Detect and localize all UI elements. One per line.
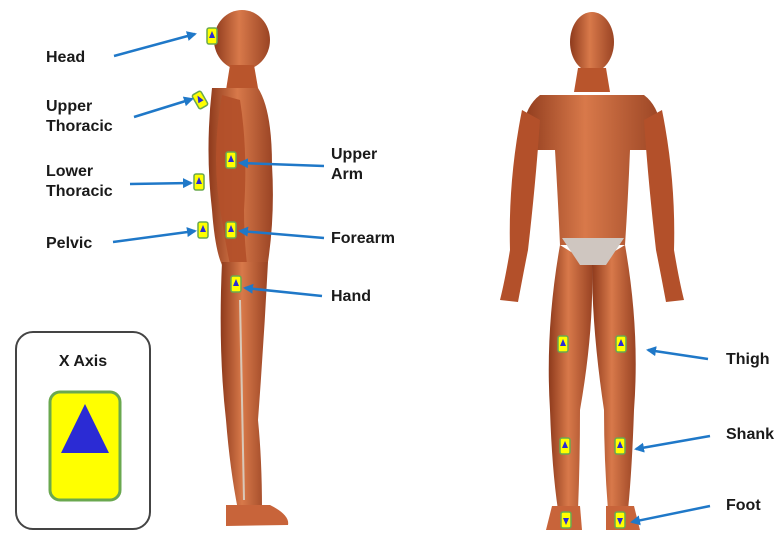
legend-box: X Axis bbox=[15, 331, 151, 530]
label-thigh: Thigh bbox=[726, 350, 770, 370]
front-left-arm bbox=[500, 110, 540, 302]
label-upper-arm: Upper Arm bbox=[331, 145, 377, 185]
sensor-pelvic bbox=[198, 222, 208, 238]
sensor-right-thigh bbox=[616, 336, 626, 352]
front-right-leg bbox=[592, 245, 636, 510]
arrow-lower-thoracic bbox=[130, 183, 191, 184]
label-foot: Foot bbox=[726, 496, 761, 516]
sensor-lower-thoracic bbox=[194, 174, 204, 190]
sensor-left-thigh bbox=[558, 336, 568, 352]
front-view-figure bbox=[500, 12, 684, 530]
arrow-shank bbox=[636, 436, 710, 449]
side-view-figure bbox=[209, 10, 289, 526]
side-head bbox=[214, 10, 270, 70]
label-pelvic: Pelvic bbox=[46, 234, 92, 254]
arrow-foot bbox=[632, 506, 710, 522]
label-forearm: Forearm bbox=[331, 229, 395, 249]
front-neck bbox=[574, 68, 610, 92]
front-head bbox=[570, 12, 614, 72]
arrow-thigh bbox=[648, 350, 708, 359]
sensor-right-foot bbox=[615, 512, 625, 528]
legend-title: X Axis bbox=[17, 353, 149, 371]
arrow-head bbox=[114, 34, 195, 56]
sensor-hand bbox=[231, 276, 241, 292]
sensor-right-shank bbox=[615, 438, 625, 454]
label-shank: Shank bbox=[726, 425, 774, 445]
label-hand: Hand bbox=[331, 287, 371, 307]
sensor-head bbox=[207, 28, 217, 44]
sensor-forearm bbox=[226, 222, 236, 238]
sensor-left-foot bbox=[561, 512, 571, 528]
front-right-arm bbox=[644, 110, 684, 302]
side-foot bbox=[226, 505, 288, 526]
arrow-upper-thoracic bbox=[134, 99, 192, 117]
label-lower-thoracic: Lower Thoracic bbox=[46, 162, 113, 202]
label-head: Head bbox=[46, 48, 85, 68]
side-neck bbox=[226, 65, 258, 90]
front-left-leg bbox=[549, 245, 593, 510]
front-torso bbox=[522, 95, 662, 245]
sensor-left-shank bbox=[560, 438, 570, 454]
sensor-upper-thoracic bbox=[192, 91, 209, 110]
arrow-pelvic bbox=[113, 231, 195, 242]
sensor-upper-arm bbox=[226, 152, 236, 168]
label-upper-thoracic: Upper Thoracic bbox=[46, 97, 113, 137]
legend-sensor-icon bbox=[48, 390, 122, 502]
